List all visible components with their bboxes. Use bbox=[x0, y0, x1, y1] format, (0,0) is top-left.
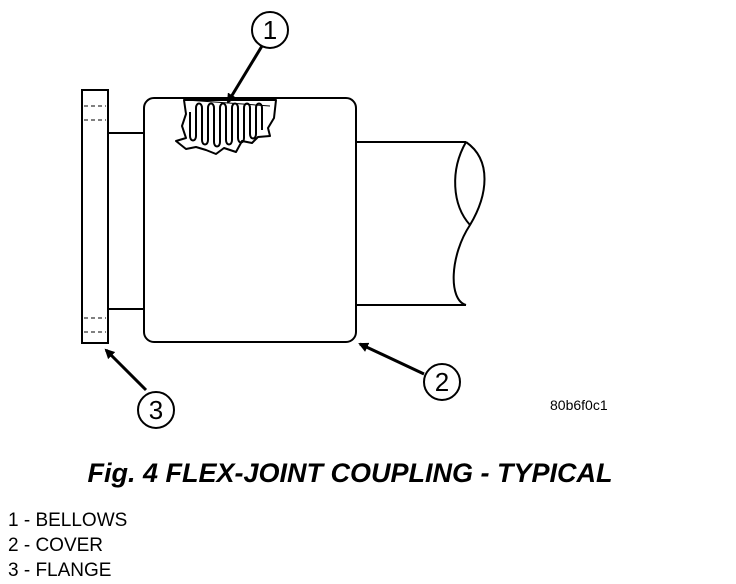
callout-number-1: 1 bbox=[263, 15, 277, 45]
flange bbox=[81, 89, 109, 344]
figure-code: 80b6f0c1 bbox=[550, 397, 608, 413]
legend-item-cover: 2 - COVER bbox=[8, 535, 104, 556]
callout-number-3: 3 bbox=[149, 395, 163, 425]
callout-flange: 3 bbox=[104, 348, 175, 429]
legend: 1 - BELLOWS 2 - COVER 3 - FLANGE bbox=[8, 508, 127, 583]
pipe bbox=[356, 141, 486, 306]
callout-number-2: 2 bbox=[435, 367, 449, 397]
legend-item-flange: 3 - FLANGE bbox=[8, 560, 112, 581]
callout-bellows: 1 bbox=[226, 11, 289, 104]
cover bbox=[143, 97, 357, 343]
figure-caption: Fig. 4 FLEX-JOINT COUPLING - TYPICAL bbox=[87, 458, 613, 488]
legend-item-bellows: 1 - BELLOWS bbox=[8, 510, 128, 531]
callout-cover: 2 bbox=[358, 342, 461, 401]
flange-stub bbox=[108, 132, 144, 310]
